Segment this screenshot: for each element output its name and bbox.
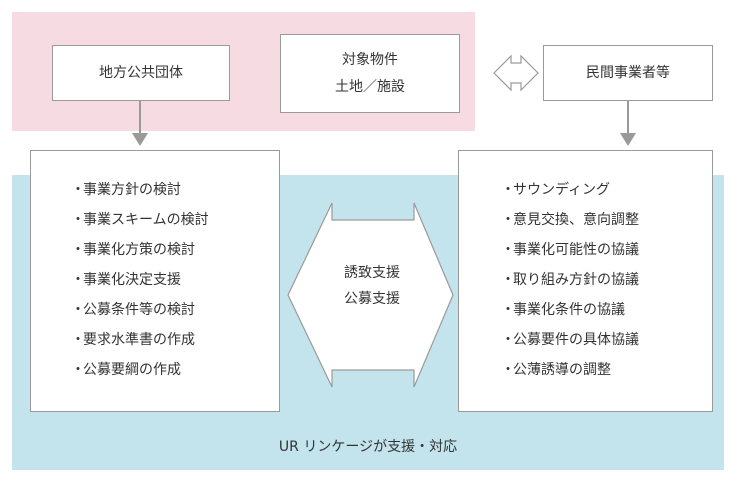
list-item-text: 取り組み方針の協議 [513,272,639,288]
target-property-label: 対象物件 [342,51,398,68]
local-government-label: 地方公共団体 [99,64,183,81]
list-item: ・事業化方策の検討 [71,239,279,269]
bullet: ・ [501,242,515,258]
center-support-labels: 誘致支援 公募支援 [312,260,432,312]
list-item: ・公募要綱の作成 [71,359,279,389]
support-arrow-icon [287,202,454,388]
list-item-text: 事業スキームの検討 [83,212,209,228]
list-item-text: 要求水準書の作成 [83,332,195,348]
bullet: ・ [71,302,85,318]
bullet: ・ [501,332,515,348]
list-item: ・事業化可能性の協議 [501,239,712,269]
list-item: ・公募条件等の検討 [71,299,279,329]
list-item-text: サウンディング [513,182,611,198]
bullet: ・ [501,362,515,378]
government-tasks-panel: ・事業方針の検討 ・事業スキームの検討 ・事業化方策の検討 ・事業化決定支援 ・… [30,150,280,412]
list-item: ・事業方針の検討 [71,179,279,209]
list-item-text: 公募要件の具体協議 [513,332,639,348]
bullet: ・ [501,302,515,318]
bullet: ・ [501,212,515,228]
list-item-text: 意見交換、意向調整 [513,212,639,228]
local-government-box: 地方公共団体 [52,45,230,101]
government-tasks-list: ・事業方針の検討 ・事業スキームの検討 ・事業化方策の検討 ・事業化決定支援 ・… [71,179,279,389]
private-tasks-panel: ・サウンディング ・意見交換、意向調整 ・事業化可能性の協議 ・取り組み方針の協… [458,150,713,412]
attraction-support-label: 誘致支援 [344,265,400,281]
bullet: ・ [71,362,85,378]
bullet: ・ [71,272,85,288]
list-item-text: 公募条件等の検討 [83,302,195,318]
list-item: ・取り組み方針の協議 [501,269,712,299]
list-item: ・要求水準書の作成 [71,329,279,359]
list-item-text: 事業方針の検討 [83,182,181,198]
tender-support-label: 公募支援 [344,291,400,307]
bullet: ・ [501,272,515,288]
bullet: ・ [71,242,85,258]
list-item: ・事業化決定支援 [71,269,279,299]
list-item-text: 事業化条件の協議 [513,302,625,318]
list-item-text: 公募要綱の作成 [83,362,181,378]
list-item: ・サウンディング [501,179,712,209]
list-item: ・公募要件の具体協議 [501,329,712,359]
list-item: ・意見交換、意向調整 [501,209,712,239]
list-item-text: 事業化方策の検討 [83,242,195,258]
exchange-arrow-icon [493,54,539,92]
list-item-text: 事業化可能性の協議 [513,242,639,258]
list-item: ・事業スキームの検討 [71,209,279,239]
down-arrow-right-head [620,133,636,146]
list-item-text: 事業化決定支援 [83,272,181,288]
list-item-text: 公薄誘導の調整 [513,362,611,378]
down-arrow-left-head [132,133,148,146]
private-tasks-list: ・サウンディング ・意見交換、意向調整 ・事業化可能性の協議 ・取り組み方針の協… [501,179,712,389]
bullet: ・ [71,212,85,228]
list-item: ・公薄誘導の調整 [501,359,712,389]
private-operators-box: 民間事業者等 [543,45,713,101]
bullet: ・ [71,332,85,348]
target-property-sublabel: 土地／施設 [335,78,405,95]
footer-caption: UR リンケージが支援・対応 [278,439,458,455]
private-operators-label: 民間事業者等 [586,64,670,81]
target-property-box: 対象物件 土地／施設 [280,34,460,113]
bullet: ・ [71,182,85,198]
bullet: ・ [501,182,515,198]
list-item: ・事業化条件の協議 [501,299,712,329]
